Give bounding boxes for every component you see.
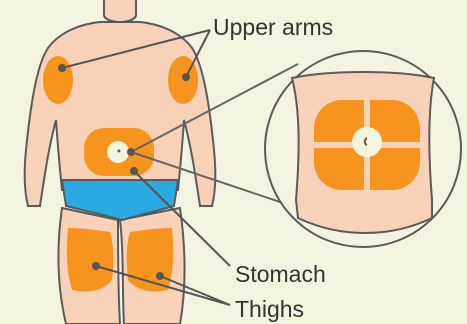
thigh-dot-left: [92, 262, 100, 270]
neck: [104, 0, 136, 22]
magnified-navel-zone: [352, 127, 382, 157]
thighs-label: Thighs: [235, 298, 304, 321]
stomach-label: Stomach: [235, 263, 326, 286]
upper-arms-label: Upper arms: [213, 16, 333, 39]
stomach-dot: [130, 167, 138, 175]
stomach-site: [84, 128, 154, 176]
navel-icon: [118, 150, 121, 153]
left-upper-arm-site: [43, 56, 73, 104]
torso: [25, 22, 216, 206]
thigh-sites: [67, 228, 173, 292]
stomach-magnifier: [265, 51, 461, 247]
left-thigh-site: [67, 228, 114, 292]
upper-arm-dot-right: [182, 73, 190, 81]
stomach-dot-magnifier: [127, 148, 135, 156]
thigh-dot-right: [156, 272, 164, 280]
upper-arm-dot-left: [58, 64, 66, 72]
